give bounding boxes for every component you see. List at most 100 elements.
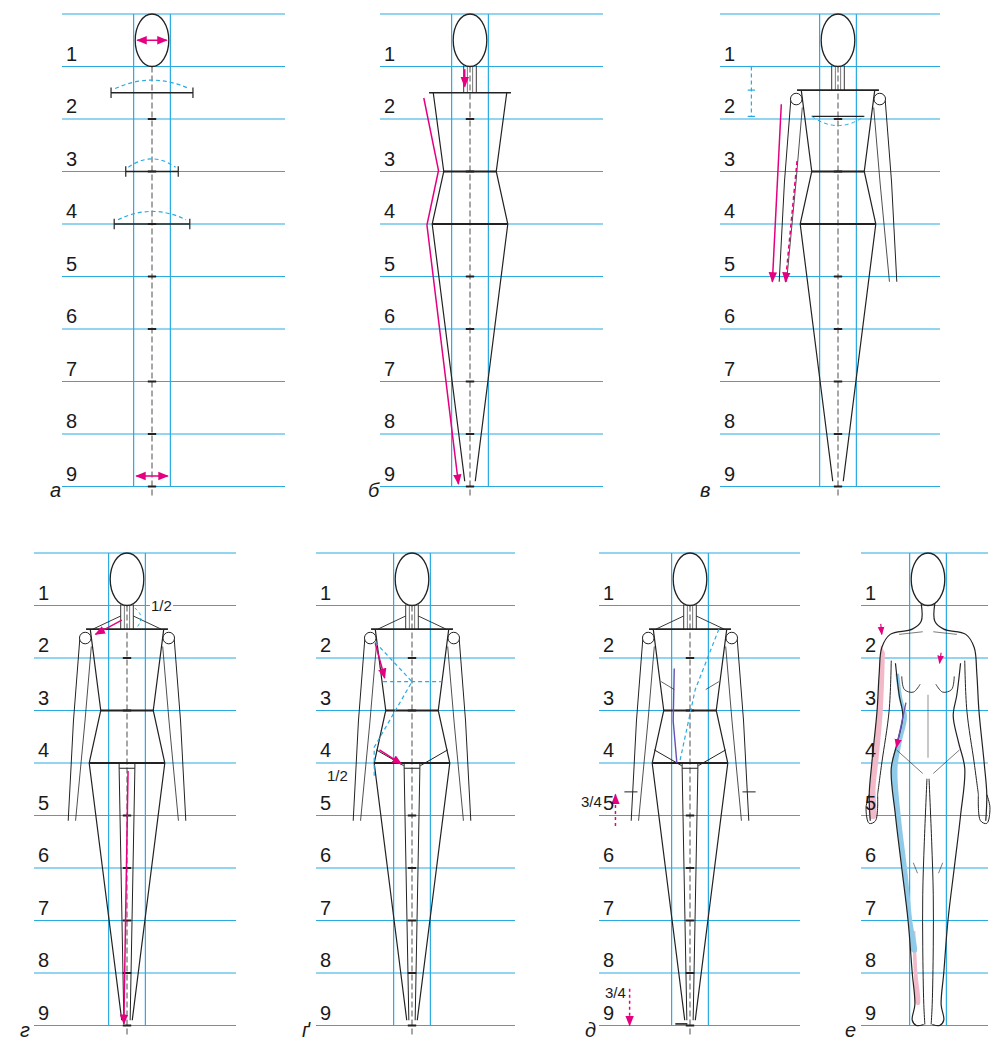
figure-stroke [652, 762, 728, 764]
head-width-line [671, 553, 672, 1026]
figure-stroke [429, 92, 511, 94]
figure-stroke [133, 604, 134, 629]
proportion-number: 6 [38, 845, 49, 865]
grid-line [861, 867, 988, 868]
figure-stroke [178, 166, 179, 177]
axis-tick [686, 972, 694, 974]
grid-line [599, 920, 800, 921]
grid-line [599, 710, 800, 711]
figure-stroke [652, 629, 685, 1020]
panel-letter: а [50, 480, 61, 500]
figure-stroke [467, 67, 468, 93]
measure-arrow [137, 40, 166, 42]
figure-panel [599, 553, 800, 1036]
grid-line [599, 657, 800, 658]
grid-line [599, 605, 800, 606]
proportion-number: 8 [724, 411, 735, 431]
measure-arrow [786, 161, 798, 282]
proportion-number: 6 [603, 845, 614, 865]
measure-guide [748, 116, 755, 117]
figure-stroke [624, 791, 637, 792]
figure-stroke [120, 604, 121, 629]
proportion-number: 2 [724, 96, 735, 116]
grid-line [34, 815, 236, 816]
grid-line [380, 13, 603, 14]
figure-stroke [371, 628, 453, 630]
proportion-number: 7 [384, 359, 395, 379]
proportion-number: 5 [384, 254, 395, 274]
proportion-number: 8 [38, 950, 49, 970]
grid-line [380, 118, 603, 119]
figure-stroke [874, 107, 890, 281]
axis-line [152, 67, 153, 498]
hand-outline [978, 795, 990, 824]
figure-stroke [444, 171, 497, 173]
proportion-number: 5 [66, 254, 77, 274]
width-arc [128, 159, 175, 167]
measure-arrow [940, 653, 942, 664]
grid-line [599, 815, 800, 816]
measure-arrow [629, 989, 631, 1026]
figure-stroke [130, 763, 135, 1020]
proportion-number: 1 [724, 44, 735, 64]
proportion-number: 8 [384, 411, 395, 431]
figure-stroke [812, 171, 865, 173]
head-width-line [946, 553, 947, 1026]
grid-line [720, 433, 940, 434]
axis-tick [466, 276, 474, 278]
figure-panel [380, 14, 603, 497]
proportion-number: 1 [38, 583, 49, 603]
head-width-line [909, 553, 910, 1026]
grid-line [380, 486, 603, 487]
proportion-number: 2 [38, 635, 49, 655]
body-contour [934, 603, 987, 820]
proportion-number: 9 [724, 464, 735, 484]
figure-stroke [361, 646, 377, 820]
proportion-number: 6 [320, 845, 331, 865]
proportion-number: 3 [603, 688, 614, 708]
figure-stroke [414, 606, 415, 630]
grid-line [720, 223, 940, 224]
axis-tick [408, 920, 416, 922]
measure-guide [374, 642, 412, 779]
axis-tick [408, 657, 416, 659]
proportion-number: 6 [724, 306, 735, 326]
figure-panel [861, 553, 990, 1026]
figure-stroke [706, 682, 719, 690]
proportion-number: 9 [865, 1003, 876, 1023]
figure-stroke [897, 750, 923, 774]
head-width-line [170, 14, 171, 487]
proportion-number: 9 [320, 1003, 331, 1023]
grid-line [62, 276, 285, 277]
figure-stroke [89, 629, 122, 1020]
figure-stroke [110, 88, 111, 99]
grid-line [861, 972, 988, 973]
axis-tick [148, 118, 156, 120]
measure-arrow [124, 771, 128, 1024]
grid-line [34, 920, 236, 921]
figure-stroke [101, 710, 154, 712]
fraction-note: 1/2 [326, 768, 349, 783]
figure-stroke [939, 863, 943, 874]
head-oval [911, 553, 945, 606]
grid-line [34, 867, 236, 868]
axis-tick [123, 1025, 131, 1027]
bust-curve [936, 676, 954, 692]
grid-line [62, 433, 285, 434]
width-arc [118, 211, 186, 219]
axis-tick [148, 328, 156, 330]
figure-stroke [376, 750, 403, 766]
proportion-number: 4 [66, 201, 77, 221]
figure-stroke [693, 763, 698, 1020]
figure-stroke [119, 768, 135, 769]
head-width-line [393, 553, 394, 1026]
body-contour [932, 663, 965, 1025]
proportion-number: 5 [865, 793, 876, 813]
leg-contour [923, 779, 927, 1025]
figure-stroke [656, 616, 684, 629]
axis-tick [834, 486, 842, 488]
proportion-number: 4 [865, 740, 876, 760]
proportion-number: 1 [603, 583, 614, 603]
figure-stroke [418, 604, 419, 629]
